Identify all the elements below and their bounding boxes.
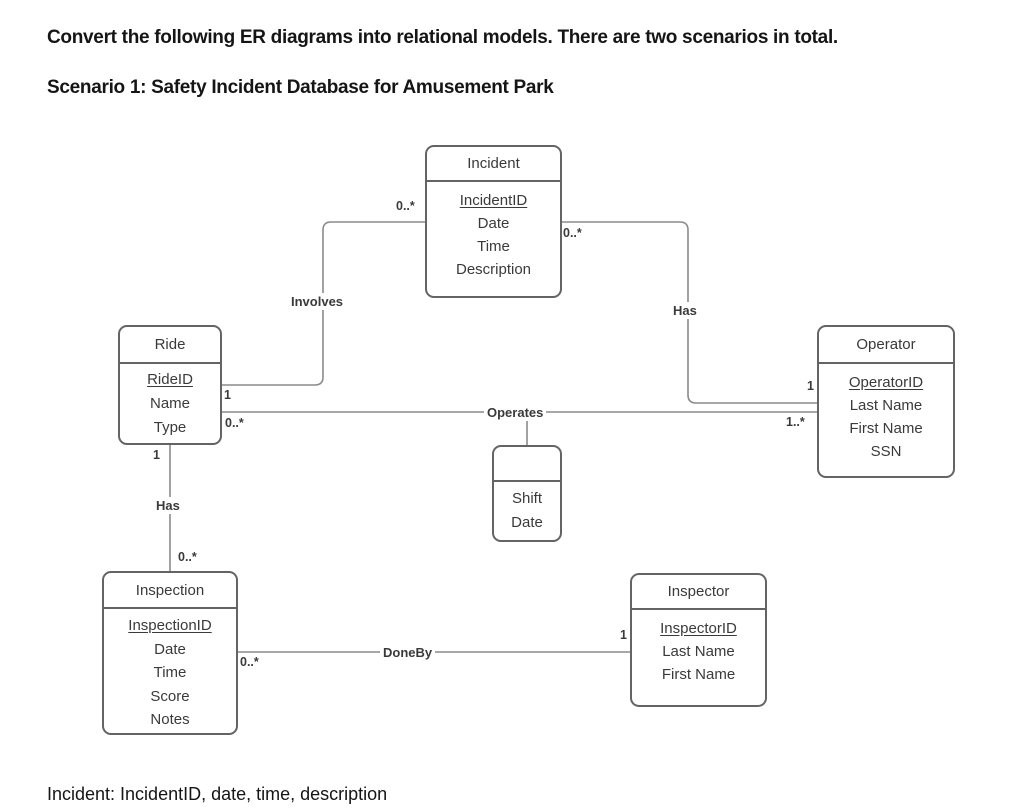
attribute-inspection-score: Score bbox=[150, 687, 190, 705]
cardinality-has-incident: 0..* bbox=[562, 226, 583, 240]
cardinality-operates-ride: 0..* bbox=[224, 416, 245, 430]
entity-inspector: Inspector InspectorID Last Name First Na… bbox=[630, 573, 767, 707]
entity-inspector-attributes: InspectorID Last Name First Name bbox=[632, 610, 765, 686]
attribute-inspector-lastname: Last Name bbox=[662, 643, 735, 660]
attribute-ride-name: Name bbox=[149, 395, 190, 412]
attribute-incident-time: Time bbox=[477, 238, 510, 255]
attribute-incident-date: Date bbox=[477, 215, 510, 232]
attribute-operator-lastname: Last Name bbox=[849, 397, 923, 414]
attribute-incidentid: IncidentID bbox=[459, 192, 528, 209]
entity-inspection-title: Inspection bbox=[104, 573, 236, 609]
scenario-title: Scenario 1: Safety Incident Database for… bbox=[47, 77, 554, 98]
attribute-inspectorid: InspectorID bbox=[660, 620, 737, 637]
cardinality-doneby-inspector: 1 bbox=[619, 628, 628, 642]
attribute-operatorid: OperatorID bbox=[848, 374, 924, 391]
entity-shift-attributes: Shift Date bbox=[494, 482, 560, 535]
attribute-inspectionid: InspectionID bbox=[128, 617, 212, 634]
relationship-has-operator-label: Has bbox=[670, 302, 700, 319]
cardinality-doneby-inspection: 0..* bbox=[239, 655, 260, 669]
entity-inspection-attributes: InspectionID Date Time Score Notes bbox=[104, 609, 236, 732]
relationship-operates-label: Operates bbox=[484, 404, 547, 421]
cardinality-has-inspection: 0..* bbox=[177, 550, 198, 564]
attribute-inspection-date: Date bbox=[154, 640, 186, 658]
cardinality-has-ride: 1 bbox=[152, 448, 161, 462]
cardinality-has-operator: 1 bbox=[806, 379, 815, 393]
answer-note: Incident: IncidentID, date, time, descri… bbox=[47, 784, 388, 804]
cardinality-operates-operator: 1..* bbox=[785, 415, 806, 429]
attribute-rideid: RideID bbox=[147, 371, 193, 388]
relationship-doneby-label: DoneBy bbox=[380, 644, 436, 661]
entity-incident-attributes: IncidentID Date Time Description bbox=[427, 182, 560, 281]
entity-incident-title: Incident bbox=[427, 147, 560, 182]
attribute-inspection-time: Time bbox=[153, 664, 187, 681]
attribute-incident-description: Description bbox=[455, 261, 532, 278]
entity-operator: Operator OperatorID Last Name First Name… bbox=[817, 325, 955, 478]
entity-operator-title: Operator bbox=[819, 327, 953, 364]
attribute-ride-type: Type bbox=[153, 419, 187, 436]
attribute-operator-firstname: First Name bbox=[849, 420, 923, 437]
attribute-operator-ssn: SSN bbox=[870, 443, 902, 460]
entity-inspection: Inspection InspectionID Date Time Score … bbox=[102, 571, 238, 735]
entity-ride-attributes: RideID Name Type bbox=[120, 364, 220, 440]
entity-ride: Ride RideID Name Type bbox=[118, 325, 222, 445]
entity-operator-attributes: OperatorID Last Name First Name SSN bbox=[819, 364, 953, 463]
attribute-shift-date: Date bbox=[511, 514, 543, 531]
entity-inspector-title: Inspector bbox=[632, 575, 765, 610]
cardinality-involves-ride: 1 bbox=[223, 388, 232, 402]
attribute-shift: Shift bbox=[511, 490, 542, 507]
attribute-inspector-firstname: First Name bbox=[661, 666, 736, 683]
entity-incident: Incident IncidentID Date Time Descriptio… bbox=[425, 145, 562, 298]
relationship-involves-label: Involves bbox=[288, 293, 347, 310]
entity-shift: Shift Date bbox=[492, 445, 562, 542]
assignment-heading: Convert the following ER diagrams into r… bbox=[47, 27, 838, 48]
entity-ride-title: Ride bbox=[120, 327, 220, 364]
cardinality-involves-incident: 0..* bbox=[395, 199, 416, 213]
attribute-inspection-notes: Notes bbox=[150, 711, 190, 728]
entity-shift-title bbox=[494, 447, 560, 482]
relationship-has-inspection-label: Has bbox=[153, 497, 183, 514]
